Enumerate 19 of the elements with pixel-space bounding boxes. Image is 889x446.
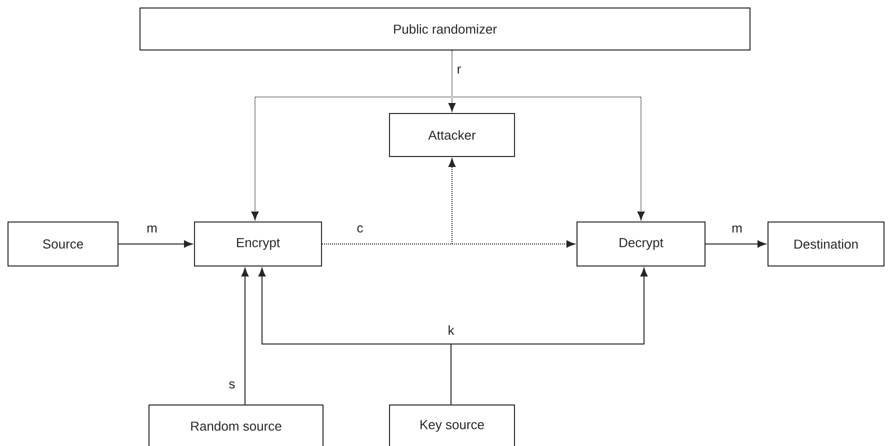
arrow [450,268,648,405]
edge-label: m [730,224,744,234]
process-box: Source [8,222,118,266]
arrow [322,158,456,244]
arrow [118,240,193,248]
arrow [241,268,249,405]
edge-label: m [146,224,158,234]
process-box: Encrypt [194,222,322,266]
edge-label: k [446,324,456,336]
edge-label: c [356,224,364,234]
process-box: Attacker [389,113,515,157]
edge-label: s [228,380,236,390]
process-box: Decrypt [576,222,706,266]
process-box: Random source [148,404,324,446]
process-box: Key source [389,404,515,446]
arrow [705,240,766,248]
process-box: Destination [768,222,884,266]
process-box: Public randomizer [140,8,750,50]
edge-label: r [456,66,462,74]
